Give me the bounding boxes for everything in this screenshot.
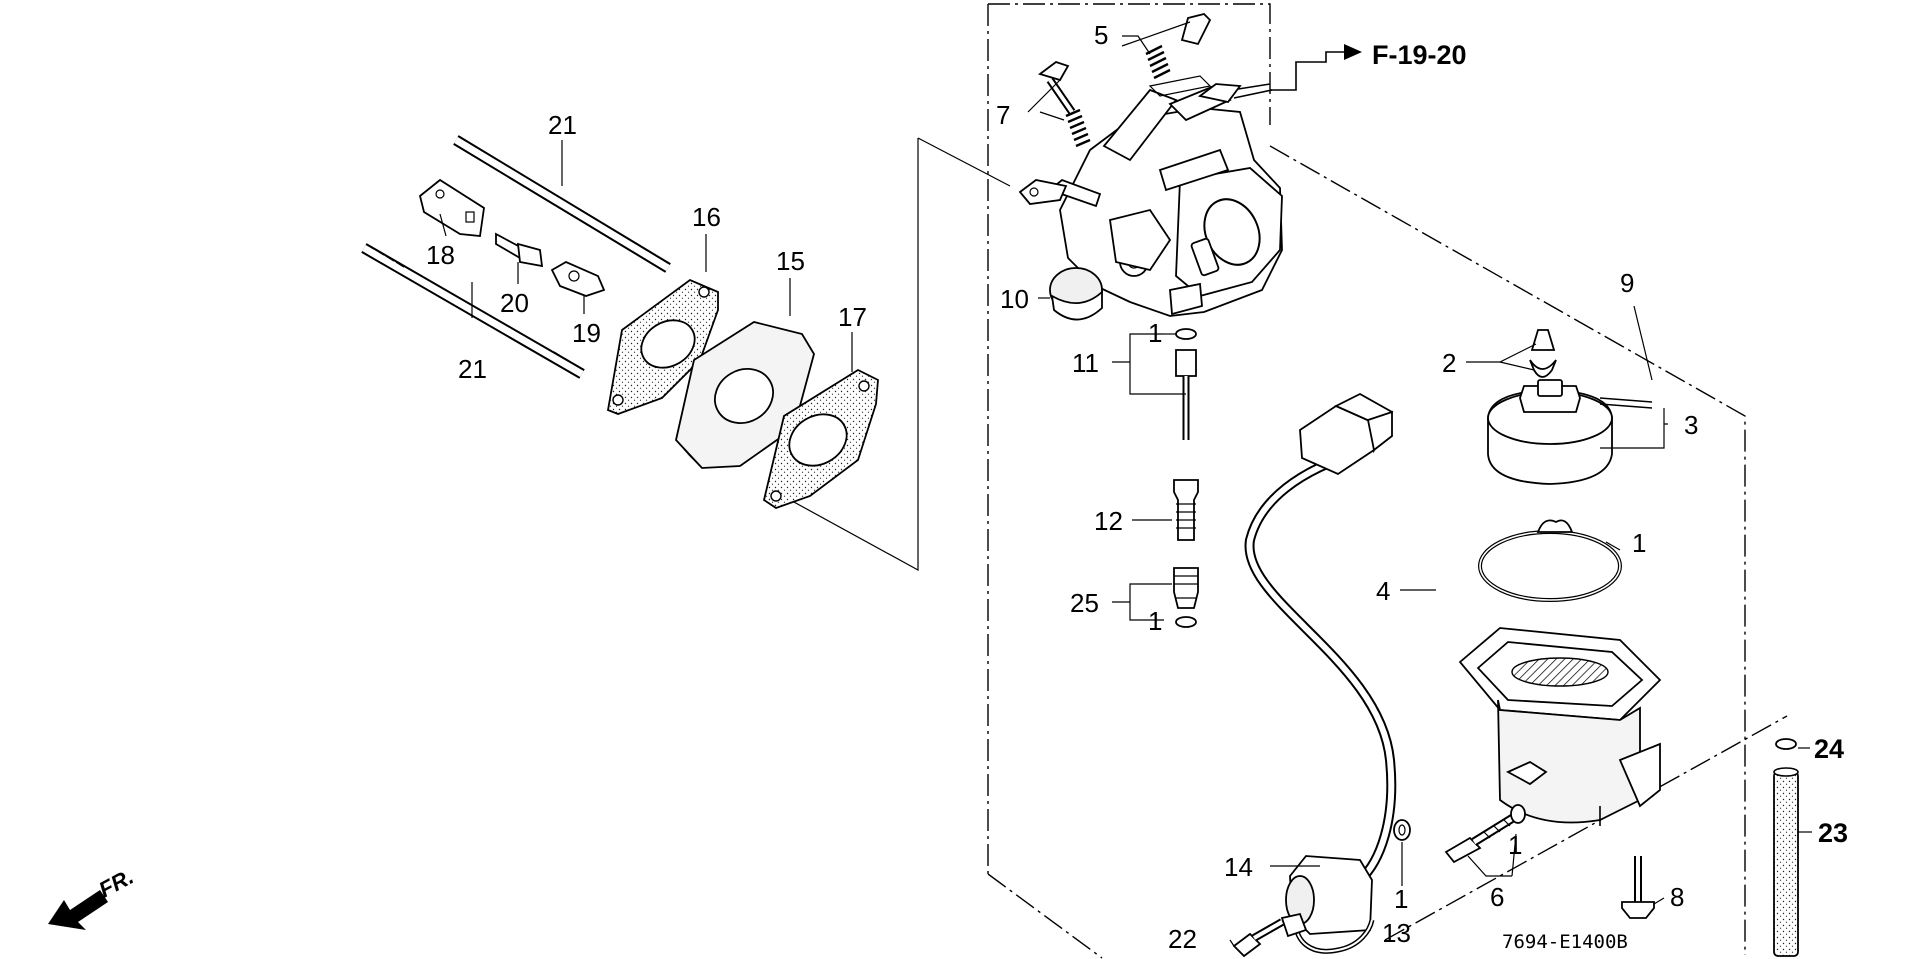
callout-20: 20 bbox=[500, 288, 529, 318]
callout-1-upper-jet: 1 bbox=[1148, 318, 1162, 348]
callout-8: 8 bbox=[1670, 882, 1684, 912]
callout-16: 16 bbox=[692, 202, 721, 232]
float-chamber-4 bbox=[1458, 627, 1662, 826]
throttle-bracket bbox=[418, 178, 485, 237]
hex-bolt-20 bbox=[495, 232, 544, 268]
callout-14: 14 bbox=[1224, 852, 1253, 882]
carburetor-body bbox=[1018, 83, 1283, 317]
callout-2: 2 bbox=[1442, 348, 1456, 378]
callout-23: 23 bbox=[1818, 818, 1848, 848]
callout-leaders bbox=[439, 21, 1812, 947]
callout-18: 18 bbox=[426, 240, 455, 270]
pilot-screw-5 bbox=[1145, 13, 1212, 97]
float-3 bbox=[1487, 379, 1653, 485]
callout-1-o-ring: 1 bbox=[1632, 528, 1646, 558]
limiter-cap-10 bbox=[1049, 267, 1103, 321]
callout-1-washer: 1 bbox=[1394, 884, 1408, 914]
callout-13: 13 bbox=[1382, 918, 1411, 948]
callout-24: 24 bbox=[1814, 734, 1844, 764]
reference-arrow: F-19-20 bbox=[1270, 40, 1467, 91]
float-chamber-o-ring bbox=[1478, 519, 1622, 602]
stud-bolt-upper bbox=[453, 135, 671, 273]
cable-clip-19 bbox=[550, 260, 606, 297]
callout-22: 22 bbox=[1168, 924, 1197, 954]
callout-1-drain: 1 bbox=[1508, 830, 1522, 860]
callout-4: 4 bbox=[1376, 576, 1390, 606]
gasket-stack-leader bbox=[771, 138, 919, 572]
screw-22 bbox=[1232, 918, 1284, 958]
callout-12: 12 bbox=[1094, 506, 1123, 536]
callout-21-upper: 21 bbox=[548, 110, 577, 140]
callout-7: 7 bbox=[996, 100, 1010, 130]
callout-10: 10 bbox=[1000, 284, 1029, 314]
chamber-bolt-8 bbox=[1621, 856, 1655, 919]
gasket-16 bbox=[606, 278, 719, 415]
callout-19: 19 bbox=[572, 318, 601, 348]
callout-9: 9 bbox=[1620, 268, 1634, 298]
callout-6: 6 bbox=[1490, 882, 1504, 912]
callout-3: 3 bbox=[1684, 410, 1698, 440]
front-direction-arrow: FR. bbox=[48, 864, 138, 930]
callout-17: 17 bbox=[838, 302, 867, 332]
callout-numbers: 21 21 18 20 19 16 15 17 5 7 10 1 11 12 2… bbox=[426, 20, 1848, 954]
fuel-cut-solenoid-14 bbox=[1244, 392, 1397, 954]
callout-5: 5 bbox=[1094, 20, 1108, 50]
callout-1-lower-jet: 1 bbox=[1148, 606, 1162, 636]
reference-label: F-19-20 bbox=[1372, 40, 1467, 70]
drain-screw-6 bbox=[1444, 804, 1526, 864]
tube-clip-24 bbox=[1775, 738, 1797, 750]
callout-25: 25 bbox=[1070, 588, 1099, 618]
drain-tube-23 bbox=[1773, 767, 1799, 957]
washer-13 bbox=[1393, 819, 1411, 841]
drawing-code: 7694-E1400B bbox=[1502, 931, 1628, 953]
throttle-stop-screw-7 bbox=[1038, 60, 1091, 148]
jet-needle-stack bbox=[1173, 328, 1199, 628]
stud-bolt-lower bbox=[361, 243, 585, 379]
callout-21-lower: 21 bbox=[458, 354, 487, 384]
gasket-17 bbox=[762, 368, 879, 509]
callout-15: 15 bbox=[776, 246, 805, 276]
float-needle-2 bbox=[1529, 329, 1557, 378]
callout-11: 11 bbox=[1072, 348, 1099, 378]
